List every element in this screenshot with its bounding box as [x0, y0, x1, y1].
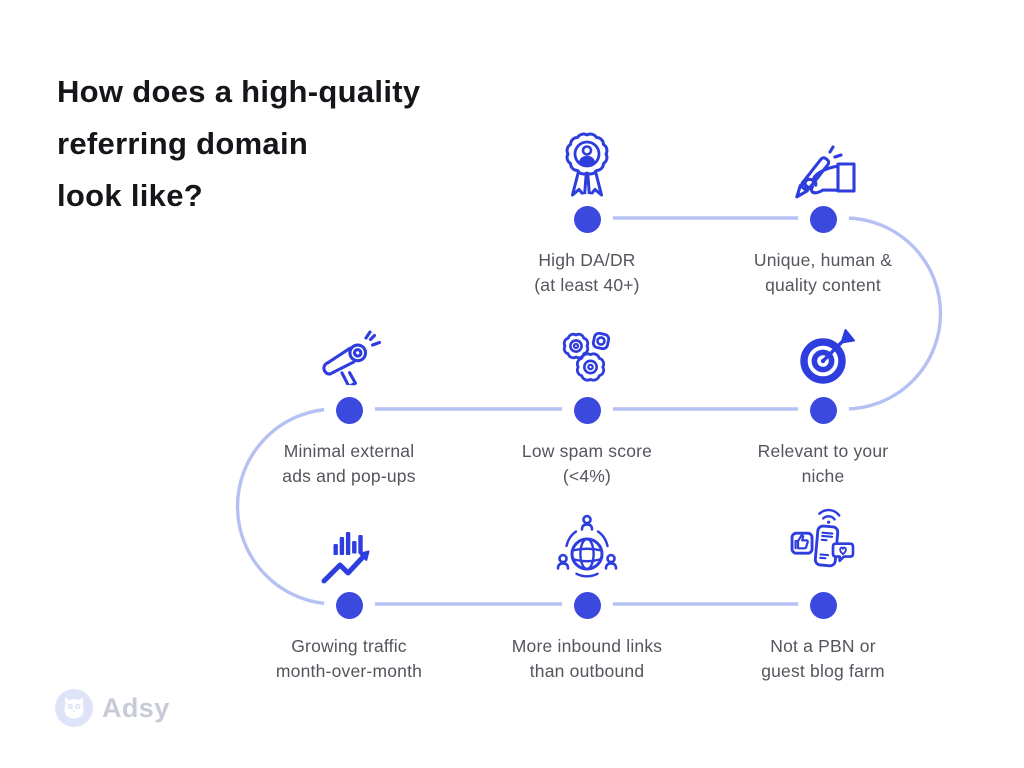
node-label: More inbound links than outbound: [511, 636, 663, 681]
brand-logo: Adsy: [55, 689, 170, 727]
title-line-2: referring domain: [57, 126, 309, 161]
path-dot: [809, 206, 837, 233]
hand-writing-icon: [781, 122, 865, 202]
growth-chart-icon: [310, 508, 388, 588]
node-inbound-links: More inbound links than outbound: [457, 508, 717, 684]
brand-name: Adsy: [102, 692, 170, 723]
phone-social-icon: [783, 508, 863, 588]
owl-icon: [55, 689, 93, 727]
path-dot: [809, 592, 837, 619]
node-high-da-dr: High DA/DR (at least 40+): [457, 122, 717, 298]
node-low-spam: Low spam score (<4%): [457, 313, 717, 489]
path-dot: [809, 397, 837, 424]
path-dot: [573, 206, 601, 233]
node-minimal-ads: Minimal external ads and pop-ups: [219, 313, 479, 489]
node-label: Minimal external ads and pop-ups: [282, 441, 416, 486]
node-not-pbn: Not a PBN or guest blog farm: [693, 508, 953, 684]
node-label: Unique, human & quality content: [753, 250, 893, 295]
node-label: High DA/DR (at least 40+): [534, 250, 640, 295]
badge-medal-icon: [548, 122, 626, 202]
node-label: Growing traffic month-over-month: [275, 636, 423, 681]
gears-icon: [548, 313, 626, 393]
node-growing-traffic: Growing traffic month-over-month: [219, 508, 479, 684]
node-unique-content: Unique, human & quality content: [693, 122, 953, 298]
node-label: Not a PBN or guest blog farm: [761, 636, 885, 681]
node-relevant-niche: Relevant to your niche: [693, 313, 953, 489]
title-line-1: How does a high-quality: [57, 74, 421, 109]
target-icon: [781, 313, 865, 393]
title-line-3: look like?: [57, 178, 203, 213]
path-dot: [573, 592, 601, 619]
path-dot: [335, 397, 363, 424]
path-dot: [573, 397, 601, 424]
path-dot: [335, 592, 363, 619]
node-label: Low spam score (<4%): [521, 441, 653, 486]
globe-network-icon: [547, 508, 627, 588]
node-label: Relevant to your niche: [757, 441, 889, 486]
page-title: How does a high-quality referring domain…: [57, 66, 420, 222]
megaphone-icon: [309, 313, 389, 393]
